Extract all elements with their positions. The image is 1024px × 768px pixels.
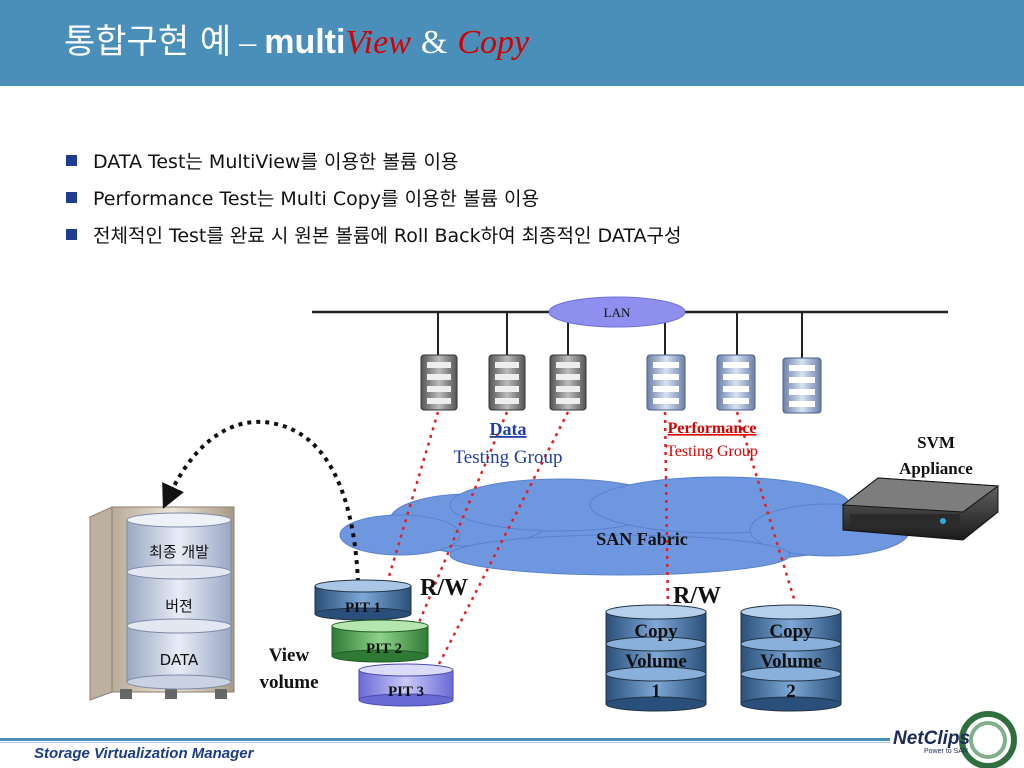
copy-volume-2-label: 2 [786, 681, 796, 702]
copy-volume-1-label: Volume [625, 651, 687, 672]
pit2-volume [331, 619, 429, 663]
svm-appliance-icon [841, 477, 1000, 541]
logo-tagline: Power to SAN [924, 748, 968, 755]
logo-wordmark: NetClips [893, 728, 971, 749]
title-bar: 통합구현 예 – multi View & Copy [0, 0, 1024, 86]
slide-title: 통합구현 예 – multi View & Copy [64, 14, 529, 70]
title-multi: multi [264, 23, 346, 61]
bullet-square-icon [66, 155, 77, 166]
server-icon [549, 354, 587, 411]
copy-volume-1-label: Copy [634, 621, 678, 642]
lan-node [548, 296, 686, 328]
pit1-volume [314, 579, 412, 621]
server-icon [716, 354, 756, 411]
svm-label: Appliance [899, 459, 973, 478]
bullet-square-icon [66, 229, 77, 240]
title-view: View [345, 24, 411, 61]
footer-product-name: Storage Virtualization Manager [34, 745, 254, 762]
source-disk-label: DATA [160, 651, 199, 669]
source-disk-label: 버젼 [165, 597, 193, 615]
copy-volume-2-label: Copy [769, 621, 813, 642]
copy-volume-2-label: Volume [760, 651, 822, 672]
source-disk-stack [126, 512, 232, 690]
netclips-logo-icon [959, 711, 1017, 768]
data-group-title: Data [490, 419, 527, 439]
copy-volume-2 [740, 604, 842, 712]
source-disk-label: 최종 개발 [149, 543, 209, 561]
svm-label: SVM [917, 433, 955, 452]
bullet-item: DATA Test는 MultiView를 이용한 볼륨 이용 [66, 142, 681, 179]
pit2-label: PIT 2 [366, 641, 402, 657]
server-icon [488, 354, 526, 411]
bullet-list: DATA Test는 MultiView를 이용한 볼륨 이용 Performa… [66, 142, 681, 253]
title-copy: Copy [457, 24, 530, 61]
title-dash: – [239, 24, 257, 61]
pit3-label: PIT 3 [388, 684, 424, 700]
bullet-square-icon [66, 192, 77, 203]
rw-label-right: R/W [673, 583, 721, 609]
footer-divider-thin [0, 742, 890, 743]
lan-label: LAN [604, 305, 631, 320]
copy-volume-1-label: 1 [651, 681, 661, 702]
data-group-subtitle: Testing Group [454, 447, 563, 468]
san-fabric-label: SAN Fabric [596, 529, 688, 549]
performance-group-title: Performance [668, 420, 757, 437]
bullet-item: 전체적인 Test를 완료 시 원본 볼륨에 Roll Back하여 최종적인 … [66, 216, 681, 253]
title-amp: & [420, 24, 448, 61]
bullet-item: Performance Test는 Multi Copy를 이용한 볼륨 이용 [66, 179, 681, 216]
san-fabric-cloud [339, 476, 911, 576]
server-icon [782, 357, 822, 414]
pit1-label: PIT 1 [345, 600, 381, 616]
pit3-volume [358, 663, 454, 707]
performance-group-subtitle: Testing Group [666, 443, 758, 460]
server-icon [420, 354, 458, 411]
server-icon [646, 354, 686, 411]
title-korean: 통합구현 예 [64, 22, 232, 62]
copy-volume-1 [605, 604, 707, 712]
rw-label-left: R/W [420, 575, 468, 601]
view-volume-label: volume [259, 672, 318, 693]
footer-divider [0, 738, 890, 741]
view-volume-label: View [269, 645, 310, 666]
red-dotted-links [383, 411, 797, 669]
